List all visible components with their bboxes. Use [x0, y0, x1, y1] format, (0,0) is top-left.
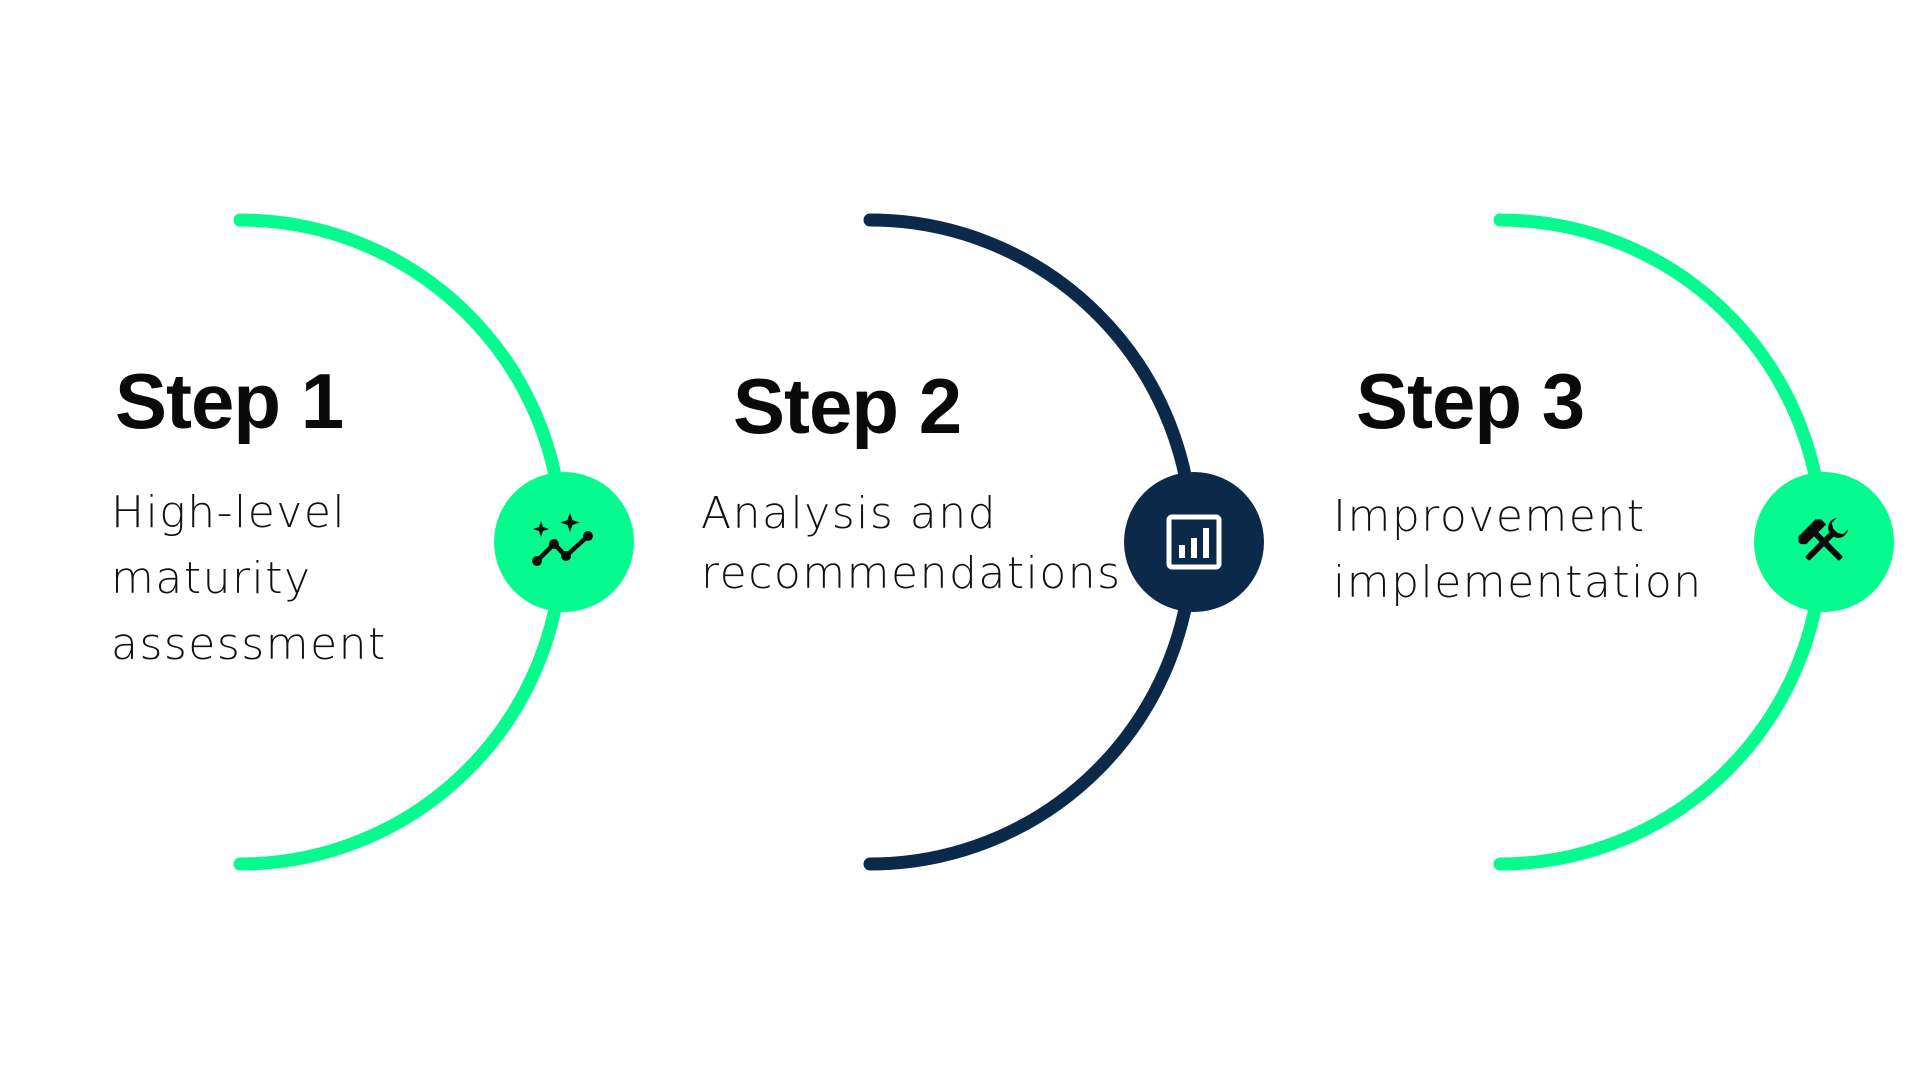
hammer-wrench-icon [1798, 517, 1849, 561]
step-1-description-line: High-level [111, 487, 347, 538]
bar-chart-icon [1166, 514, 1222, 570]
step-1-description-line: maturity [111, 553, 312, 604]
step-1-description-line: assessment [111, 619, 387, 670]
step-3-description-line: Improvement [1333, 491, 1646, 542]
step-2-icon-node [1124, 472, 1264, 612]
step-1-icon-node [494, 472, 634, 612]
step-1-title: Step 1 [115, 357, 344, 445]
sparkle-trend-icon [532, 513, 593, 566]
step-2-description: Analysis and recommendations [701, 484, 1122, 604]
step-1-description: High-level maturity assessment [111, 480, 387, 678]
step-3-icon-node [1754, 472, 1894, 612]
step-3-description: Improvement implementation [1333, 484, 1703, 616]
step-2-description-line: Analysis and [701, 488, 998, 539]
step-2-description-line: recommendations [701, 548, 1122, 599]
step-3-title: Step 3 [1356, 357, 1585, 445]
step-3-description-line: implementation [1333, 557, 1703, 608]
step-2-title: Step 2 [733, 362, 962, 450]
